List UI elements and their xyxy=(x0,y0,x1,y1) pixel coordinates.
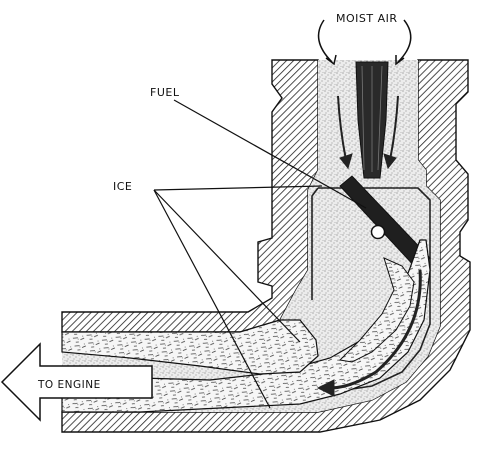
moist-air-arrows xyxy=(319,20,411,64)
fuel-label: FUEL xyxy=(150,86,180,99)
to-engine-label: TO ENGINE xyxy=(37,379,101,391)
moist-air-label: MOIST AIR xyxy=(336,12,398,25)
duct-wall-left xyxy=(62,60,318,332)
ice-label: ICE xyxy=(113,180,132,193)
